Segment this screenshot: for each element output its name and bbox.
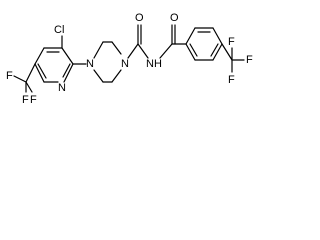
atom-n-pyridine-label: N (58, 82, 66, 94)
atom-f-label: F (246, 54, 253, 66)
atom-f-label: F (228, 36, 235, 48)
atom-f-label: F (22, 94, 29, 106)
chemical-structure: Cl N N O NH O N F F F F F F (0, 0, 263, 119)
atom-f-label: F (6, 70, 13, 82)
atom-n-piperazine-label: N (86, 58, 94, 70)
atom-o-urea-label: O (135, 12, 144, 24)
atom-f-label: F (30, 94, 37, 106)
atom-f-label: F (228, 74, 235, 86)
cf3-group-left (13, 63, 36, 93)
structure-drawing: Cl N N O NH O N F F F F F F (6, 12, 253, 106)
amide-carbonyl (159, 24, 187, 59)
atom-nh-label: NH (146, 58, 162, 70)
atom-cl-label: Cl (54, 24, 64, 36)
piperazine-ring (93, 41, 122, 83)
atom-n-piperazine-label: N (121, 58, 129, 70)
pyridine-ring (34, 47, 74, 83)
urea-linker (127, 24, 149, 59)
cf3-group-right (221, 43, 245, 73)
atom-o-amide-label: O (170, 12, 179, 24)
benzene-ring (185, 27, 223, 61)
